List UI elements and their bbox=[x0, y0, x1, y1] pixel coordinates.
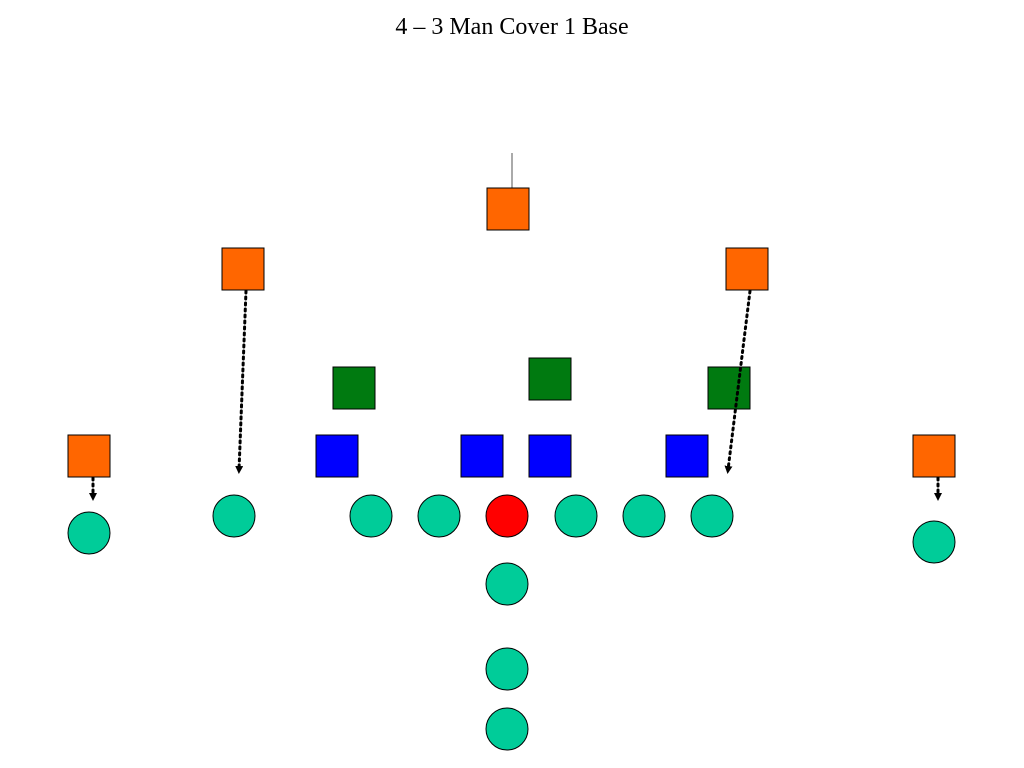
left-slot-receiver-circle bbox=[212, 494, 256, 538]
left-wide-receiver-circle bbox=[67, 511, 111, 555]
right-defensive-tackle-square bbox=[528, 434, 572, 478]
free-safety-square bbox=[486, 187, 530, 231]
fullback-circle bbox=[485, 647, 529, 691]
right-tackle-circle bbox=[622, 494, 666, 538]
left-defensive-end-square bbox=[315, 434, 359, 478]
right-wide-receiver-circle bbox=[912, 520, 956, 564]
quarterback-circle bbox=[485, 562, 529, 606]
center-circle bbox=[485, 494, 529, 538]
left-guard-circle bbox=[417, 494, 461, 538]
right-linebacker-square bbox=[707, 366, 751, 410]
running-back-circle bbox=[485, 707, 529, 751]
left-tackle-circle bbox=[349, 494, 393, 538]
left-linebacker-square bbox=[332, 366, 376, 410]
tight-end-circle bbox=[690, 494, 734, 538]
middle-linebacker-square bbox=[528, 357, 572, 401]
right-guard-circle bbox=[554, 494, 598, 538]
left-defensive-tackle-square bbox=[460, 434, 504, 478]
page-title: 4 – 3 Man Cover 1 Base bbox=[395, 14, 629, 40]
left-cornerback-square bbox=[221, 247, 265, 291]
left-outside-defender-square bbox=[67, 434, 111, 478]
coverage-arrow-right-corner bbox=[724, 289, 752, 474]
coverage-arrow-left-corner bbox=[235, 289, 248, 474]
right-defensive-end-square bbox=[665, 434, 709, 478]
right-outside-defender-square bbox=[912, 434, 956, 478]
right-cornerback-square bbox=[725, 247, 769, 291]
